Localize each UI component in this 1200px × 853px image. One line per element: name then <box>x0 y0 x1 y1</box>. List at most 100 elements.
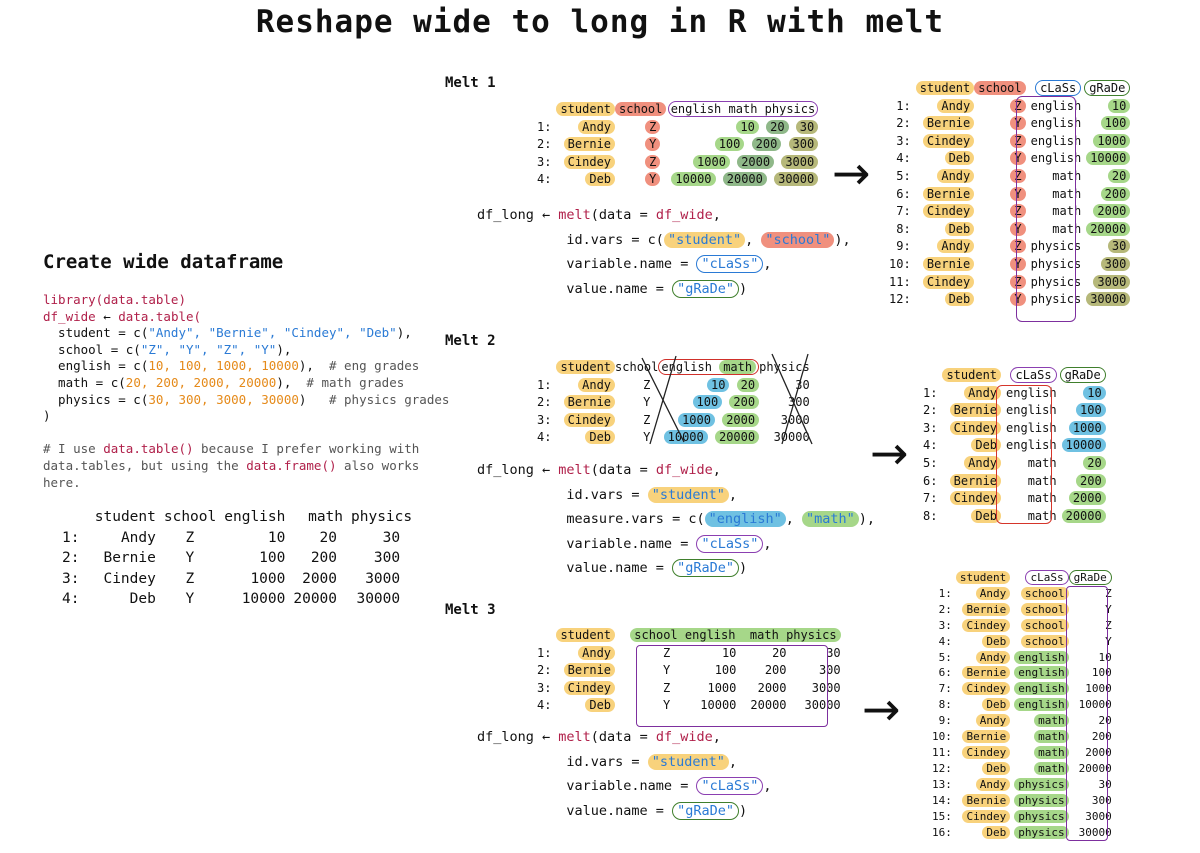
cell: Andy <box>975 714 1011 728</box>
code-close: ) <box>738 802 748 819</box>
code-melt: melt <box>558 462 591 478</box>
code-data-table: data.table( <box>118 308 202 324</box>
code-sep: , <box>745 231 762 248</box>
col-english: english <box>670 102 722 116</box>
cell: Cindey <box>922 133 975 148</box>
cell: 10000 <box>700 698 737 713</box>
cell: Bernie <box>962 730 1011 744</box>
col-math: math <box>749 628 779 642</box>
cell: Bernie <box>563 663 616 678</box>
cell: 200 <box>751 137 782 152</box>
code-close: ) <box>738 280 748 297</box>
cell: 30 <box>382 529 401 546</box>
col-school: school <box>615 102 667 116</box>
cell: 1000 <box>678 412 715 427</box>
cell: english <box>1006 403 1057 418</box>
cell: 13: <box>932 777 952 791</box>
cell: Z <box>663 680 671 695</box>
cell: 10 <box>1083 385 1106 400</box>
cell: Z <box>645 154 661 169</box>
cell: english <box>1030 133 1082 148</box>
cell: 8: <box>938 698 952 712</box>
melt2-heading: Melt 2 <box>445 333 496 349</box>
create-heading: Create wide dataframe <box>43 251 284 273</box>
cell: 10000 <box>663 430 708 445</box>
table-header-row: student school english math physics <box>532 101 819 119</box>
cell: Andy <box>937 239 975 254</box>
cell: english <box>1006 420 1057 435</box>
cell: Cindey <box>962 618 1011 632</box>
melt3-code: df_long ← melt(data = df_wide, id.vars =… <box>477 725 772 823</box>
code-student-post: ), <box>396 325 412 341</box>
cell: 1000 <box>693 154 730 169</box>
col-index <box>532 101 551 119</box>
code-assign: ← <box>95 308 119 324</box>
cross-physics-b <box>781 353 809 445</box>
code-school-pre: school = c( <box>43 341 141 357</box>
cell: 30 <box>795 377 810 392</box>
cell: 20000 <box>722 172 767 187</box>
cell: Y <box>645 137 661 152</box>
cell: Cindey <box>949 491 1002 506</box>
cell: math <box>1034 745 1069 759</box>
cell: Y <box>1010 116 1026 131</box>
cell: 10 <box>721 645 737 660</box>
code-df-wide: df_wide <box>655 729 713 745</box>
code-school-vals: "Z", "Y", "Z", "Y" <box>140 341 277 357</box>
cell: 20 <box>772 645 787 660</box>
cell: physics <box>1030 256 1082 271</box>
cell: 3000 <box>781 154 819 169</box>
cell: Deb <box>585 430 616 445</box>
cell: 30 <box>795 119 819 134</box>
code-math-pre: math = c( <box>43 374 126 390</box>
cell: Bernie <box>563 395 616 410</box>
cell: 3000 <box>811 680 841 695</box>
cell: 8: <box>896 221 911 236</box>
cell: 2: <box>537 395 552 410</box>
cell: Andy <box>578 645 616 660</box>
create-code: library(data.table) df_wide ← data.table… <box>43 292 449 491</box>
cell: 30000 <box>1078 825 1112 839</box>
cell: Bernie <box>949 403 1002 418</box>
code-close: ) <box>738 560 748 576</box>
cell: Z <box>1010 168 1026 183</box>
cell: 4: <box>896 151 911 166</box>
code-df-wide: df_wide <box>655 207 713 223</box>
cell: Deb <box>982 698 1011 712</box>
cell: Deb <box>982 761 1011 775</box>
cell: 1000 <box>250 570 286 587</box>
cell: Y <box>1010 186 1026 201</box>
cell: 9: <box>938 714 952 728</box>
cell: 5: <box>938 650 952 664</box>
cell: physics <box>1014 777 1069 791</box>
col-english: english <box>684 628 736 642</box>
cell: Andy <box>578 377 616 392</box>
col-class: cLaSs <box>1035 80 1082 96</box>
cell: 2000 <box>1085 745 1112 759</box>
code-student-str: "student" <box>663 231 746 248</box>
cell: 20000 <box>1086 221 1131 236</box>
cell: Z <box>643 377 651 392</box>
table-header-row: student school english math physics <box>532 359 810 377</box>
cell: Deb <box>585 698 616 713</box>
arrow-icon: → <box>870 426 909 480</box>
cell: physics <box>1030 292 1082 307</box>
cell: 6: <box>923 473 938 488</box>
cell: 20000 <box>750 698 787 713</box>
